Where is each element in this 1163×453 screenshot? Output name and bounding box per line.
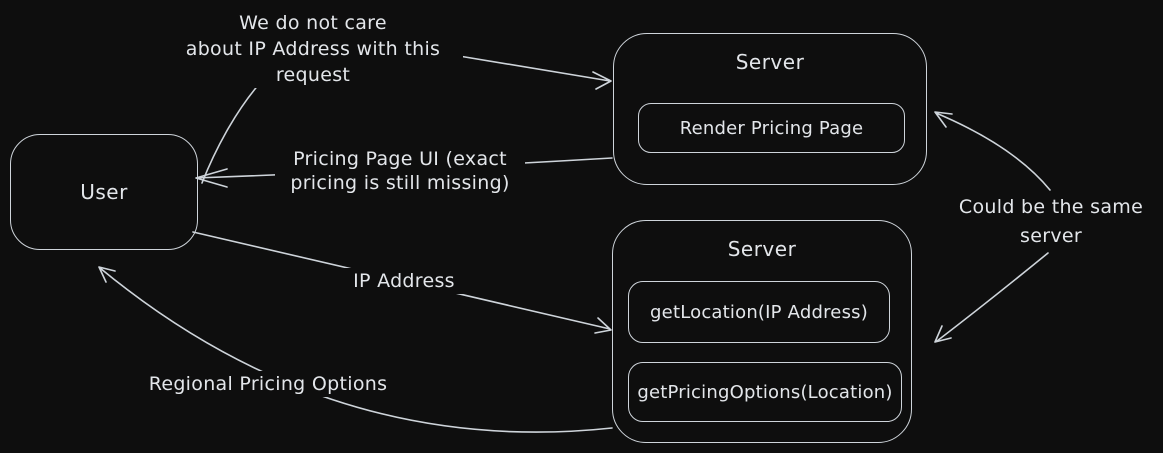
label-line: Regional Pricing Options xyxy=(148,373,388,395)
label-line: about IP Address with this xyxy=(185,38,441,60)
label-line: We do not care xyxy=(239,12,387,34)
method-render-pricing-page-label: Render Pricing Page xyxy=(679,117,864,139)
label-line: pricing is still missing) xyxy=(290,172,510,194)
arrow-user-to-server-top xyxy=(201,55,612,184)
arrow-note-to-server-bottom xyxy=(934,252,1049,343)
label-line: Could be the same xyxy=(958,196,1144,218)
edge-label-pricing-page-ui: Pricing Page UI (exact pricing is still … xyxy=(275,147,525,195)
method-getlocation: getLocation(IP Address) xyxy=(628,281,890,343)
label-line: Pricing Page UI (exact xyxy=(293,148,507,170)
label-line: request xyxy=(275,64,351,86)
method-render-pricing-page: Render Pricing Page xyxy=(638,103,905,153)
edge-label-ip-address: IP Address xyxy=(339,268,469,294)
label-line: IP Address xyxy=(353,270,455,292)
user-title: User xyxy=(80,180,128,204)
server-top-title: Server xyxy=(735,50,805,74)
arrow-note-to-server-top xyxy=(934,111,1051,191)
server-bottom-title: Server xyxy=(727,237,797,261)
method-getlocation-label: getLocation(IP Address) xyxy=(650,301,868,323)
arrow-server-bottom-to-user xyxy=(98,266,613,433)
method-getpricingoptions-label: getPricingOptions(Location) xyxy=(637,381,893,403)
label-line: server xyxy=(1020,225,1082,247)
edge-label-no-ip-note: We do not care about IP Address with thi… xyxy=(163,10,463,88)
node-server-top: Server xyxy=(613,33,927,185)
method-getpricingoptions: getPricingOptions(Location) xyxy=(628,362,902,422)
node-user: User xyxy=(10,134,198,250)
node-server-bottom: Server xyxy=(612,220,912,443)
edge-label-regional-pricing-options: Regional Pricing Options xyxy=(143,371,393,397)
note-could-be-same-server: Could be the same server xyxy=(946,193,1156,251)
